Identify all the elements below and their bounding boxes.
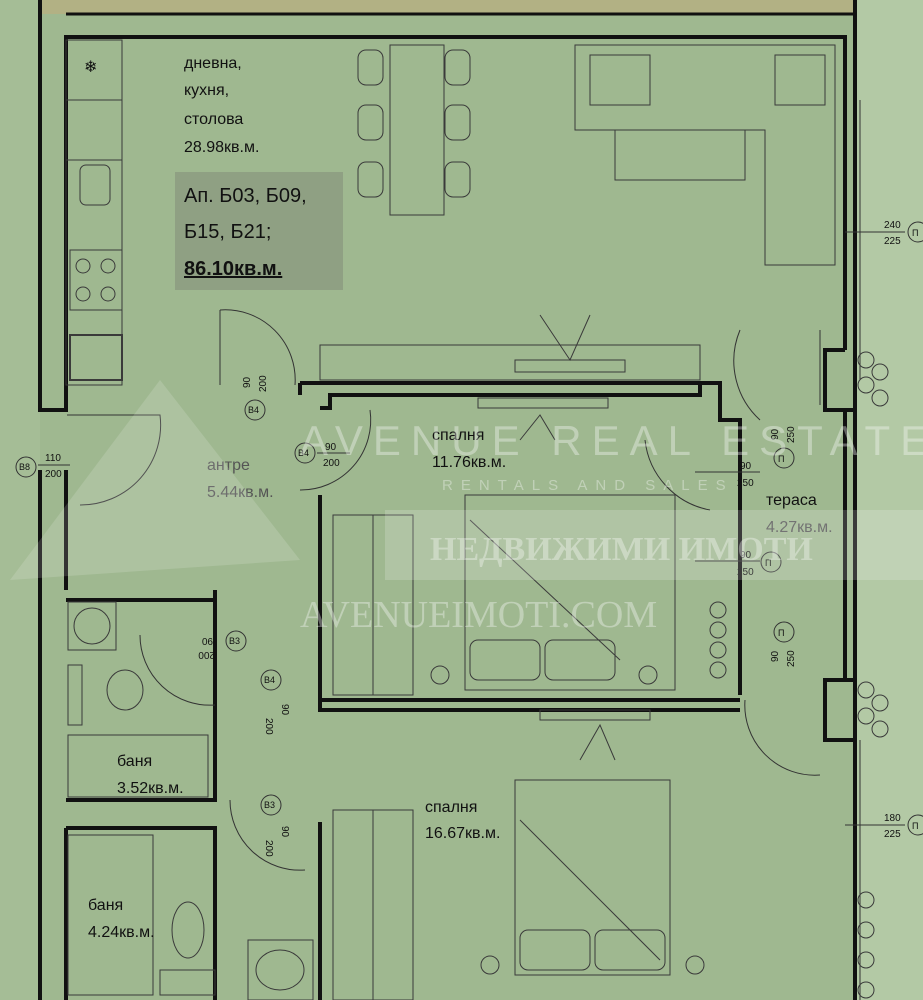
terrace-railing-strip [855,0,923,1000]
svg-text:240: 240 [884,220,901,231]
door-swings [67,309,821,871]
terrace-area: 4.27кв.м. [766,519,833,536]
svg-text:B4: B4 [248,405,259,415]
svg-text:90: 90 [770,428,781,440]
bath1-label: баня [117,753,152,770]
terrace-label: тераса [766,492,817,509]
apartment-total-area: 86.10кв.м. [184,258,282,280]
svg-text:110: 110 [45,453,61,464]
wardrobe-2 [332,809,414,1000]
svg-text:90: 90 [740,550,752,561]
svg-text:200: 200 [263,840,274,857]
svg-text:90: 90 [740,461,752,472]
svg-text:RENTALS AND SALES: RENTALS AND SALES [442,477,734,494]
living-room-label: столова [184,111,243,128]
door-tag-b3-bath1: B3 200 90 [198,630,247,660]
svg-text:180: 180 [884,813,901,824]
door-tag-b4-top: B4 90 200 [242,375,269,421]
bath2-label: баня [88,897,123,914]
living-room-label: дневна, [184,55,242,72]
svg-text:200: 200 [258,375,269,392]
sofa [574,44,836,266]
svg-text:90: 90 [325,442,337,453]
apartment-numbers: Б15, Б21; [184,221,271,243]
window-tag-living: 240 225 П [845,220,923,247]
bath2-fixtures [67,834,314,1000]
svg-text:90: 90 [770,650,781,662]
svg-text:90: 90 [242,376,253,388]
bath1-area: 3.52кв.м. [117,780,184,797]
svg-text:250: 250 [786,650,797,667]
upper-unit-strip [40,0,855,14]
svg-text:B4: B4 [298,448,309,458]
svg-text:AVENUEIMOTI.COM: AVENUEIMOTI.COM [300,594,657,636]
bath1-fixtures [67,601,209,798]
railing-hatch [709,351,889,999]
door-tag-terrace-3: П 90 250 [770,621,797,667]
svg-text:B4: B4 [264,675,275,685]
door-tag-terrace-2: П 90 250 [695,550,782,578]
apartment-numbers: Ап. Б03, Б09, [184,185,307,207]
svg-text:200: 200 [198,649,215,660]
bedroom2-area: 16.67кв.м. [425,825,500,842]
bed-1 [430,397,676,691]
bath2-area: 4.24кв.м. [88,924,155,941]
door-tag-b3-bath2: B3 200 90 [260,794,290,857]
svg-text:B8: B8 [19,462,30,472]
wardrobe-1 [332,514,414,696]
door-tag-terrace-1: П 90 250 [770,426,797,469]
svg-text:200: 200 [263,718,274,735]
bedroom2-label: спалня [425,799,477,816]
svg-text:250: 250 [786,426,797,443]
bedroom1-area: 11.76кв.м. [432,454,506,471]
svg-text:250: 250 [737,567,754,578]
svg-text:90: 90 [279,826,290,838]
door-tag-b4-middle: B4 200 90 [260,669,290,735]
svg-text:250: 250 [737,478,754,489]
door-tag-b8: B8 110 200 [15,453,70,480]
bedroom1-label: спалня [432,427,484,444]
svg-text:П: П [778,628,784,638]
svg-text:200: 200 [45,469,62,480]
svg-text:П: П [778,454,784,464]
svg-text:НЕДВИЖИМИ ИМОТИ: НЕДВИЖИМИ ИМОТИ [430,531,813,568]
svg-text:П: П [912,228,918,238]
freezer-icon: ❄ [84,59,97,76]
svg-text:90: 90 [201,635,213,646]
svg-text:200: 200 [323,458,340,469]
bed-2 [480,709,705,976]
walls [38,0,861,1000]
hall-area: 5.44кв.м. [207,484,274,501]
door-tag-b4-bedroom1: B4 90 200 [294,442,350,469]
svg-text:90: 90 [279,704,290,716]
kitchen-counter [65,39,123,386]
apartment-label-box [175,172,343,290]
svg-text:B3: B3 [229,636,240,646]
watermark: AVENUE REAL ESTATE RENTALS AND SALES НЕД… [10,380,923,636]
hall-label: антре [207,457,250,474]
door-tag-terrace-dim: 90 250 [695,461,760,489]
svg-text:П: П [765,558,771,568]
svg-text:225: 225 [884,829,901,840]
svg-text:B3: B3 [264,800,275,810]
dining-table [357,44,471,216]
svg-text:AVENUE REAL ESTATE: AVENUE REAL ESTATE [300,417,923,464]
living-room-area: 28.98кв.м. [184,139,259,156]
window-tag-bedroom2: 180 225 П [845,813,923,840]
svg-text:225: 225 [884,236,901,247]
tv-unit [319,314,701,381]
exterior-left [0,0,40,1000]
svg-text:П: П [912,821,918,831]
living-room-label: кухня, [184,82,229,99]
